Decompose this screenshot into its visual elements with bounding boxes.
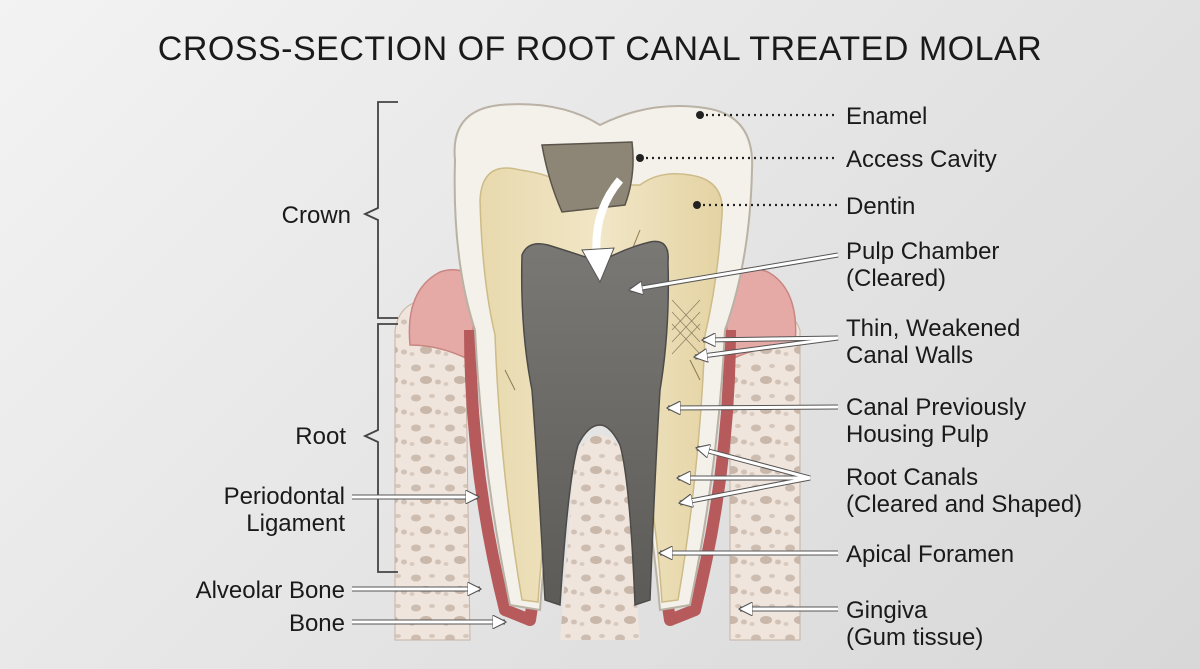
label-periodontal-2: Ligament: [246, 510, 345, 537]
label-canal-pulp-1: Canal Previously: [846, 394, 1026, 421]
label-access-cavity: Access Cavity: [846, 146, 997, 173]
label-gingiva-1: Gingiva: [846, 597, 928, 624]
crown-bracket: [362, 101, 398, 319]
inter-root-bone: [560, 435, 640, 640]
label-root-canals-1: Root Canals: [846, 464, 978, 491]
label-enamel: Enamel: [846, 103, 927, 130]
label-apical-foramen: Apical Foramen: [846, 541, 1014, 568]
label-pulp-chamber-1: Pulp Chamber: [846, 238, 999, 265]
gingiva-left: [408, 269, 479, 362]
label-root: Root: [295, 423, 346, 450]
label-canal-walls-1: Thin, Weakened: [846, 315, 1020, 342]
pulp-chamber: [520, 240, 670, 607]
label-crown: Crown: [282, 202, 351, 229]
label-canal-pulp-2: Housing Pulp: [846, 421, 989, 448]
label-canal-walls-2: Canal Walls: [846, 342, 973, 369]
label-pulp-chamber-2: (Cleared): [846, 265, 946, 292]
right-leaders: [630, 252, 839, 609]
label-alveolar-bone: Alveolar Bone: [196, 577, 345, 604]
label-root-canals-2: (Cleared and Shaped): [846, 491, 1082, 518]
left-leaders: [352, 497, 505, 622]
root-bracket: [362, 323, 398, 573]
dotted-leaders: [640, 113, 838, 207]
enamel-dot: [696, 111, 704, 119]
label-dentin: Dentin: [846, 193, 915, 220]
label-bone: Bone: [289, 610, 345, 637]
dentin-dot: [693, 201, 701, 209]
page-title: CROSS-SECTION OF ROOT CANAL TREATED MOLA…: [158, 30, 1042, 68]
label-periodontal-1: Periodontal: [224, 483, 345, 510]
access-dot: [636, 154, 644, 162]
label-gingiva-2: (Gum tissue): [846, 624, 983, 651]
